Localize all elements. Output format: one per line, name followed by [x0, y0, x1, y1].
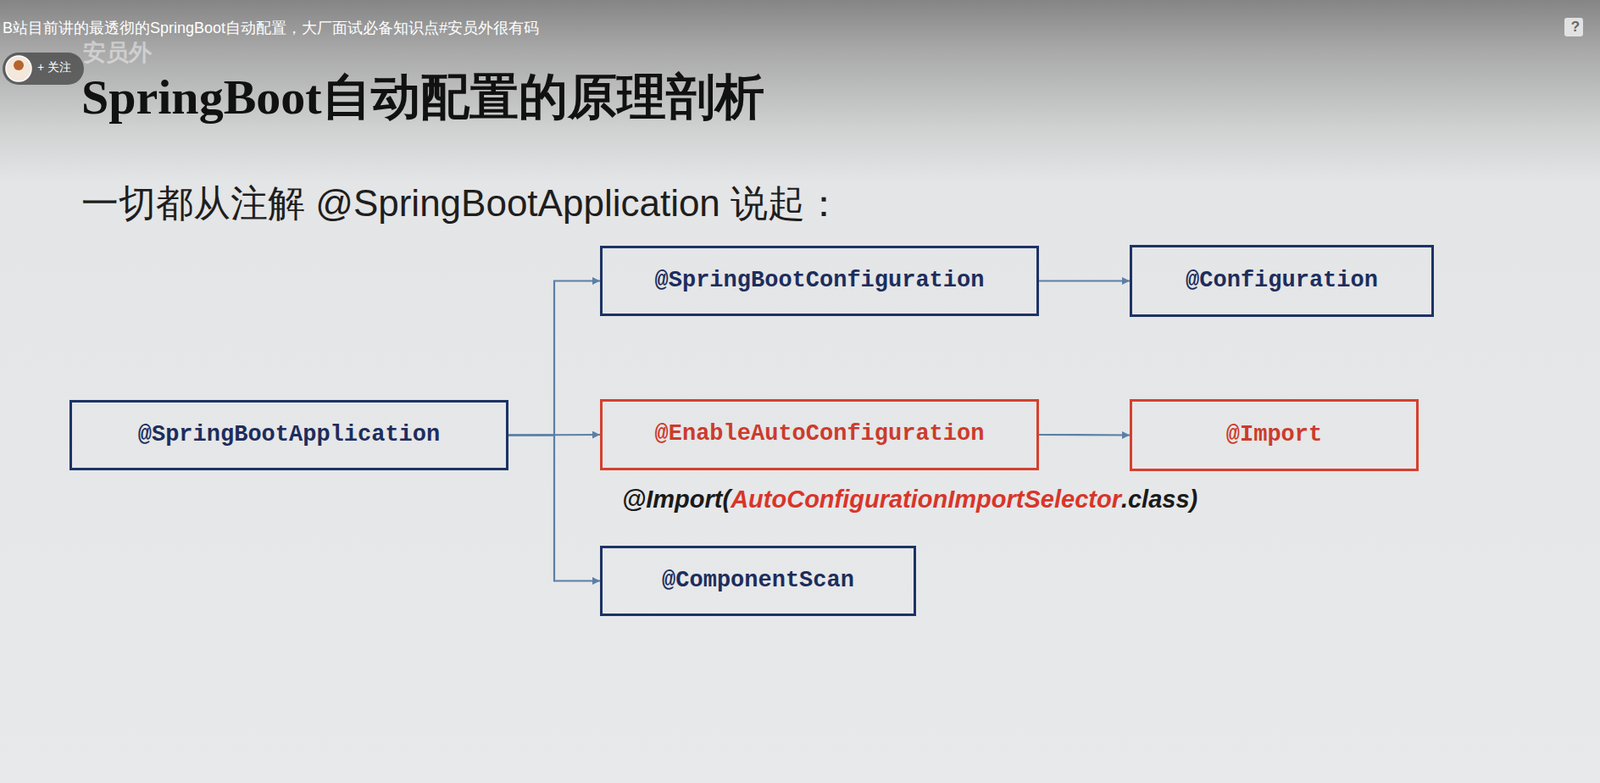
- arrow-connector: [508, 435, 600, 582]
- video-title: B站目前讲的最透彻的SpringBoot自动配置，大厂面试必备知识点#安员外很有…: [2, 18, 539, 39]
- root-annotation-box: @SpringBootApplication: [69, 400, 509, 471]
- arrow-connector: [508, 281, 600, 436]
- annotation-name: @Configuration: [1185, 267, 1378, 295]
- selector-class-name: AutoConfigurationImportSelector: [730, 484, 1122, 515]
- avatar-face: [13, 60, 24, 71]
- annotation-name: @SpringBootConfiguration: [655, 267, 985, 295]
- annotation-name: @SpringBootApplication: [138, 422, 440, 449]
- import-prefix: @Import(: [622, 484, 731, 515]
- annotation-box: @SpringBootConfiguration: [600, 245, 1039, 317]
- slide-title: SpringBoot自动配置的原理剖析: [81, 69, 765, 127]
- import-suffix: .class): [1121, 484, 1198, 515]
- highlight-annotation-box: @EnableAutoConfiguration: [600, 399, 1039, 471]
- import-caption: @Import(AutoConfigurationImportSelector.…: [622, 484, 1198, 515]
- help-icon: [1564, 17, 1584, 37]
- help-mark: ?: [1568, 17, 1583, 36]
- arrow-connector: [1038, 433, 1130, 437]
- annotation-name: @EnableAutoConfiguration: [655, 421, 985, 448]
- annotation-box: @Configuration: [1129, 244, 1434, 317]
- avatar: [5, 55, 32, 82]
- annotation-name: @ComponentScan: [661, 567, 855, 595]
- highlight-annotation-box: @Import: [1129, 399, 1419, 472]
- annotation-box: @ComponentScan: [600, 545, 917, 617]
- subtitle: 一切都从注解 @SpringBootApplication 说起：: [81, 179, 843, 227]
- watermark: 安员外: [83, 38, 152, 68]
- annotation-name: @Import: [1226, 422, 1323, 449]
- follow-button: + 关注: [37, 60, 72, 76]
- arrow-connector: [1038, 279, 1130, 282]
- follow-pill: [2, 52, 84, 85]
